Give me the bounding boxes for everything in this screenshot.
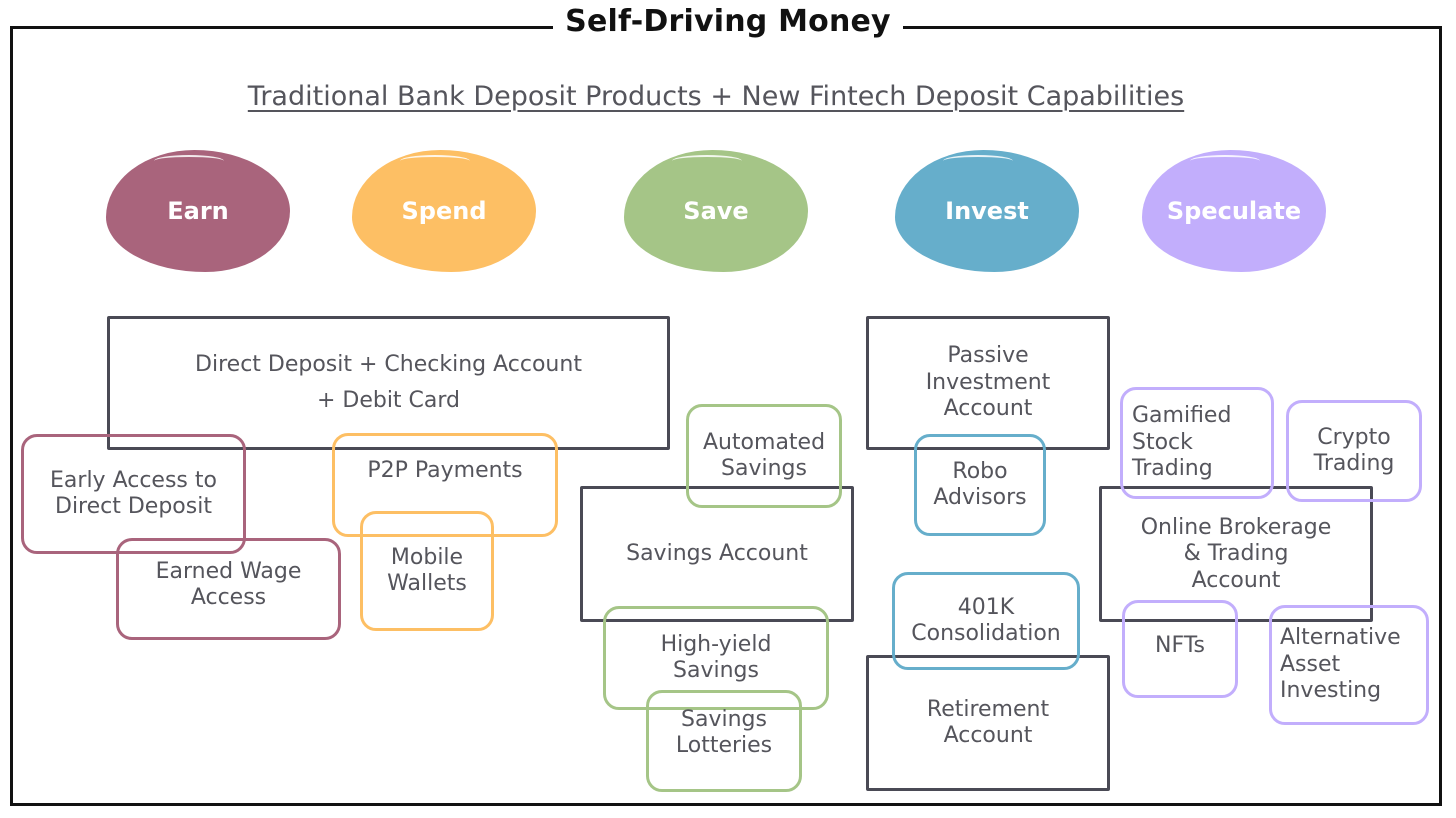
- feature-automated-savings: Automated Savings: [686, 404, 842, 508]
- product-passive-investment-account: Passive Investment Account: [866, 316, 1110, 450]
- product-retirement-account: Retirement Account: [866, 655, 1110, 791]
- feature-401k-consolidation: 401K Consolidation: [892, 572, 1080, 670]
- product-online-brokerage-account: Online Brokerage & Trading Account: [1099, 486, 1373, 622]
- feature-savings-lotteries: Savings Lotteries: [646, 690, 802, 792]
- feature-earned-wage-access: Earned Wage Access: [116, 538, 341, 640]
- feature-p2p-payments: P2P Payments: [332, 433, 558, 537]
- category-spend: Spend: [352, 150, 536, 272]
- feature-early-access-direct-deposit: Early Access to Direct Deposit: [21, 434, 246, 554]
- feature-mobile-wallets: Mobile Wallets: [360, 511, 494, 631]
- feature-alternative-asset-investing: Alternative Asset Investing: [1269, 605, 1429, 725]
- diagram-subtitle: Traditional Bank Deposit Products + New …: [247, 81, 1185, 112]
- category-invest: Invest: [895, 150, 1079, 272]
- feature-gamified-stock-trading: Gamified Stock Trading: [1120, 387, 1274, 499]
- product-checking-account: Direct Deposit + Checking Account + Debi…: [107, 316, 670, 450]
- category-earn: Earn: [106, 150, 290, 272]
- feature-high-yield-savings: High-yield Savings: [603, 606, 829, 710]
- feature-robo-advisors: Robo Advisors: [914, 434, 1046, 536]
- feature-nfts: NFTs: [1122, 600, 1238, 698]
- feature-crypto-trading: Crypto Trading: [1286, 400, 1422, 502]
- category-save: Save: [624, 150, 808, 272]
- category-speculate: Speculate: [1142, 150, 1326, 272]
- product-savings-account: Savings Account: [580, 486, 854, 622]
